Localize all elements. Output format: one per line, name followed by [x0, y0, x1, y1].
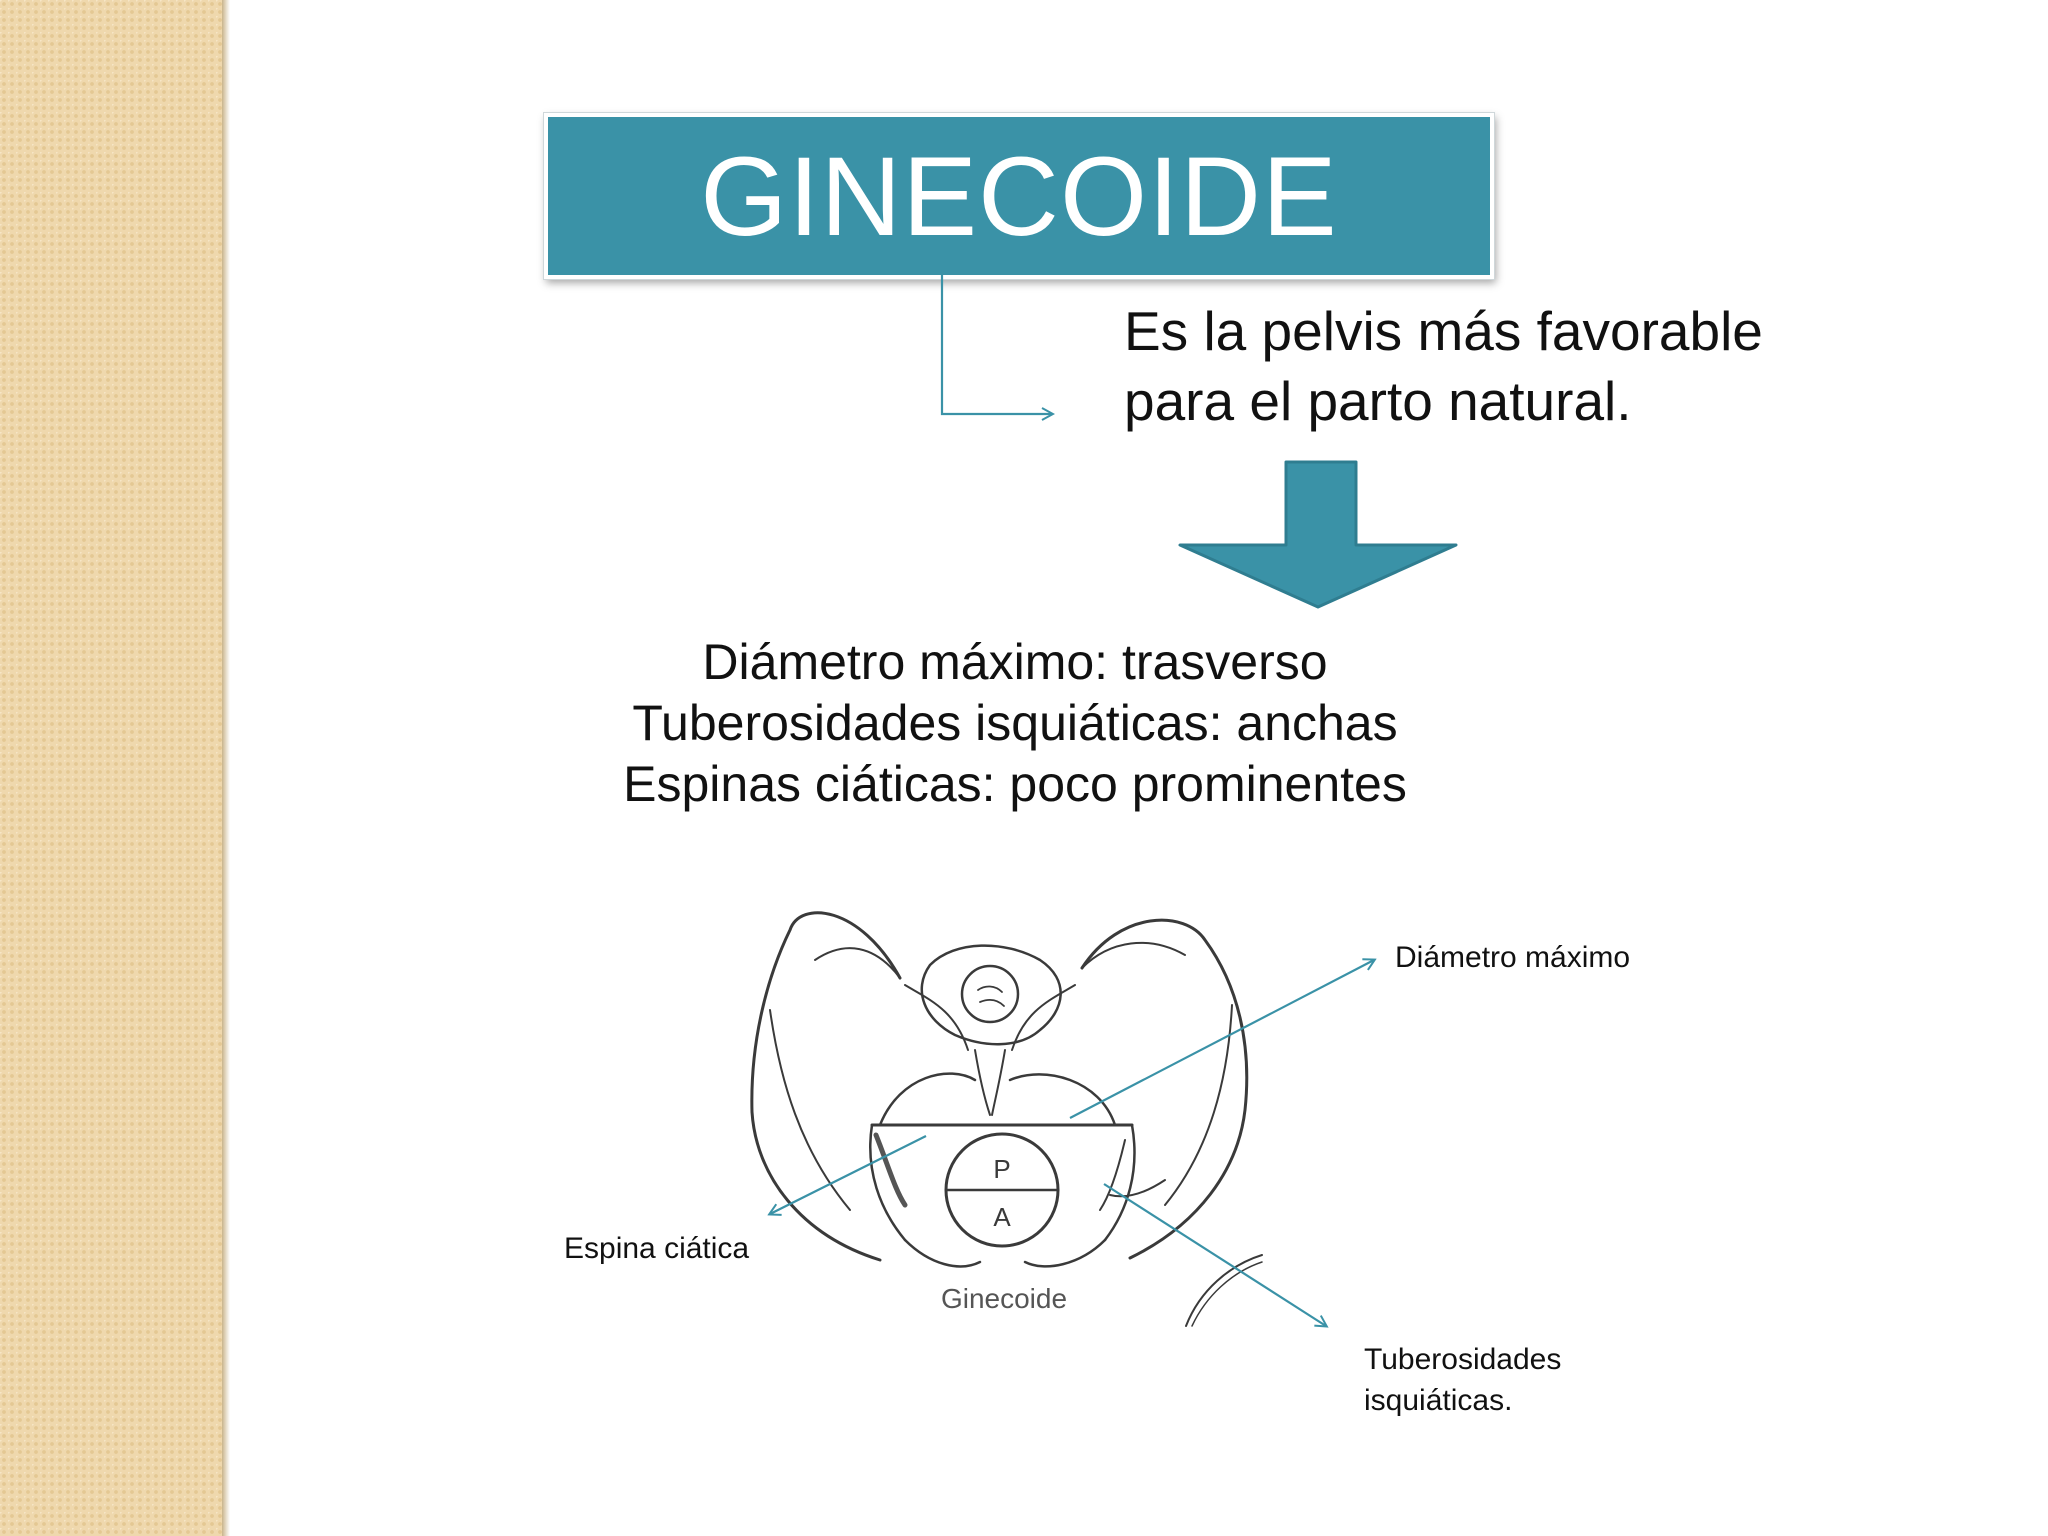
- label-diametro-maximo: Diámetro máximo: [1395, 941, 1631, 974]
- description-line-1: Es la pelvis más favorable: [1124, 300, 1763, 362]
- pelvis-description: Es la pelvis más favorable para el parto…: [1124, 296, 1884, 436]
- arrow-tuberosidades: [1103, 1183, 1326, 1326]
- pelvis-letter-p: P: [993, 1154, 1010, 1184]
- arrow-espina: [770, 1135, 927, 1214]
- slide-title-text: GINECOIDE: [700, 133, 1338, 259]
- feature-espinas: Espinas ciáticas: poco prominentes: [623, 756, 1407, 812]
- feature-diametro: Diámetro máximo: trasverso: [702, 634, 1328, 690]
- side-strip-edge: [222, 0, 230, 1536]
- label-tuberosidades-line-1: Tuberosidades: [1364, 1343, 1562, 1376]
- slide-title: GINECOIDE: [544, 113, 1494, 279]
- title-connector-arrow: [940, 273, 1052, 414]
- feature-tuberosidades: Tuberosidades isquiáticas: anchas: [632, 695, 1398, 751]
- arrow-diametro: [1069, 960, 1374, 1119]
- pelvis-letter-a: A: [993, 1202, 1011, 1232]
- decorative-side-strip: [0, 0, 222, 1536]
- label-tuberosidades-line-2: isquiáticas.: [1364, 1384, 1513, 1417]
- label-espina-ciatica: Espina ciática: [564, 1232, 750, 1265]
- label-tuberosidades: Tuberosidades isquiáticas.: [1364, 1339, 1664, 1421]
- pelvis-features: Diámetro máximo: trasverso Tuberosidades…: [500, 632, 1530, 815]
- figure-caption: Ginecoide: [941, 1283, 1067, 1314]
- down-arrow-icon: [1178, 460, 1458, 609]
- description-line-2: para el parto natural.: [1124, 370, 1632, 432]
- pelvis-illustration: [750, 911, 1263, 1327]
